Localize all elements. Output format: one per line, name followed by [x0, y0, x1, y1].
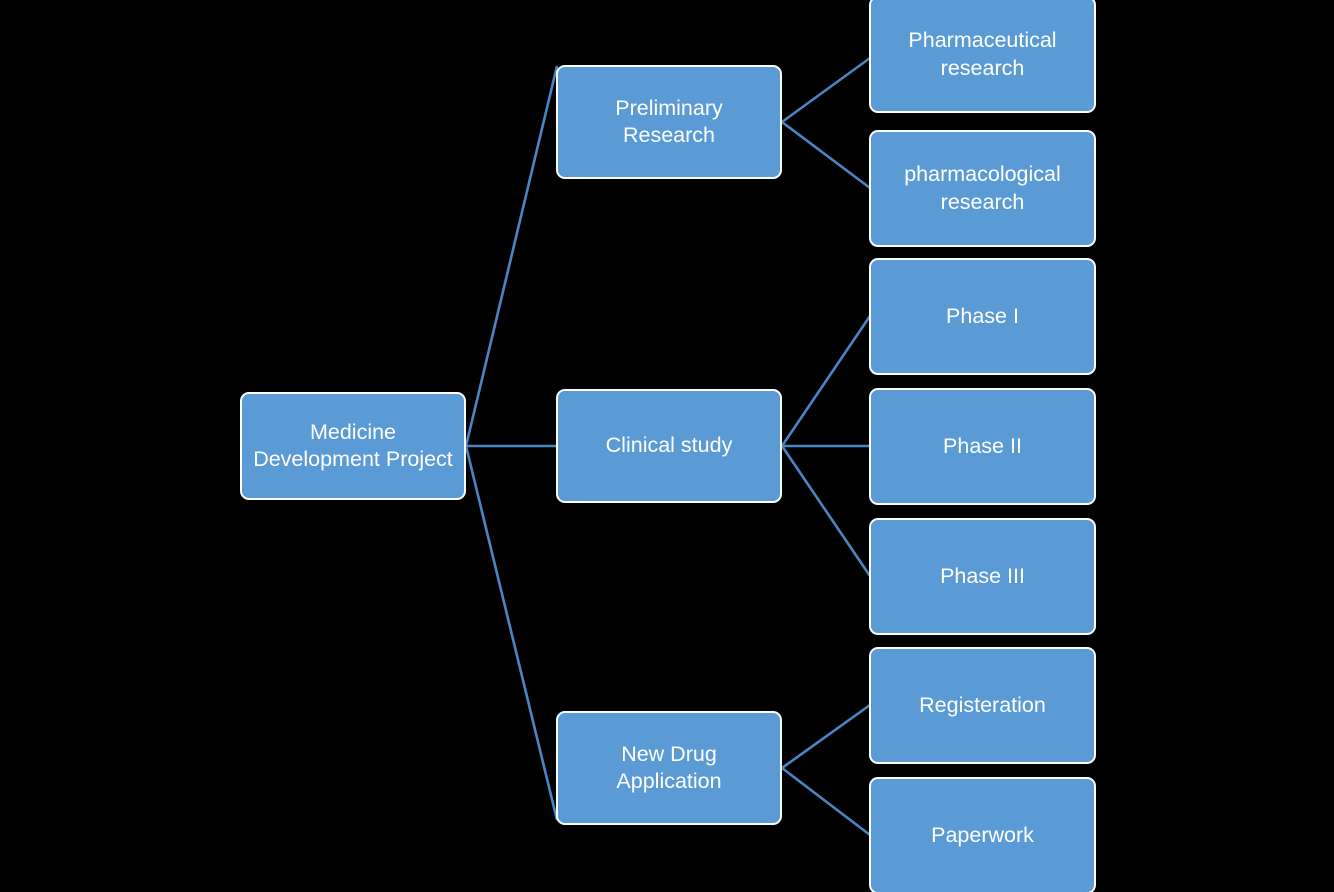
- node-label-clinical: Clinical study: [605, 433, 733, 458]
- node-phase3[interactable]: Phase III: [869, 518, 1096, 635]
- edge-root-nda: [464, 445, 559, 821]
- node-pharmaceutical[interactable]: Pharmaceutical research: [869, 0, 1096, 113]
- edge-clinical-phase1: [780, 315, 872, 447]
- node-registeration[interactable]: Registeration: [869, 647, 1096, 764]
- edge-prelim-pharmaceutical: [781, 56, 871, 124]
- node-label-phase2: Phase II: [943, 433, 1022, 458]
- edge-nda-registeration: [781, 703, 871, 770]
- edge-root-prelim: [464, 65, 559, 447]
- node-label-registeration: Registeration: [919, 692, 1046, 717]
- node-label-pharmaceutical: Pharmaceutical research: [908, 28, 1057, 80]
- edge-nda-paperwork: [781, 766, 871, 837]
- node-nda[interactable]: New Drug Application: [556, 711, 782, 825]
- node-label-root: Medicine Development Project: [253, 419, 453, 471]
- node-label-prelim: Preliminary Research: [615, 95, 723, 147]
- edge-prelim-pharmacological: [781, 120, 871, 190]
- node-clinical[interactable]: Clinical study: [556, 389, 782, 503]
- node-label-phase3: Phase III: [940, 563, 1025, 588]
- edge-clinical-phase3: [780, 445, 872, 577]
- node-label-pharmacological: pharmacological research: [904, 162, 1061, 214]
- node-phase2[interactable]: Phase II: [869, 388, 1096, 505]
- node-label-nda: New Drug Application: [616, 741, 722, 793]
- node-pharmacological[interactable]: pharmacological research: [869, 130, 1096, 247]
- node-prelim[interactable]: Preliminary Research: [556, 65, 782, 179]
- node-root[interactable]: Medicine Development Project: [240, 392, 466, 500]
- node-label-phase1: Phase I: [946, 303, 1019, 328]
- node-label-paperwork: Paperwork: [931, 822, 1034, 847]
- node-paperwork[interactable]: Paperwork: [869, 777, 1096, 892]
- node-phase1[interactable]: Phase I: [869, 258, 1096, 375]
